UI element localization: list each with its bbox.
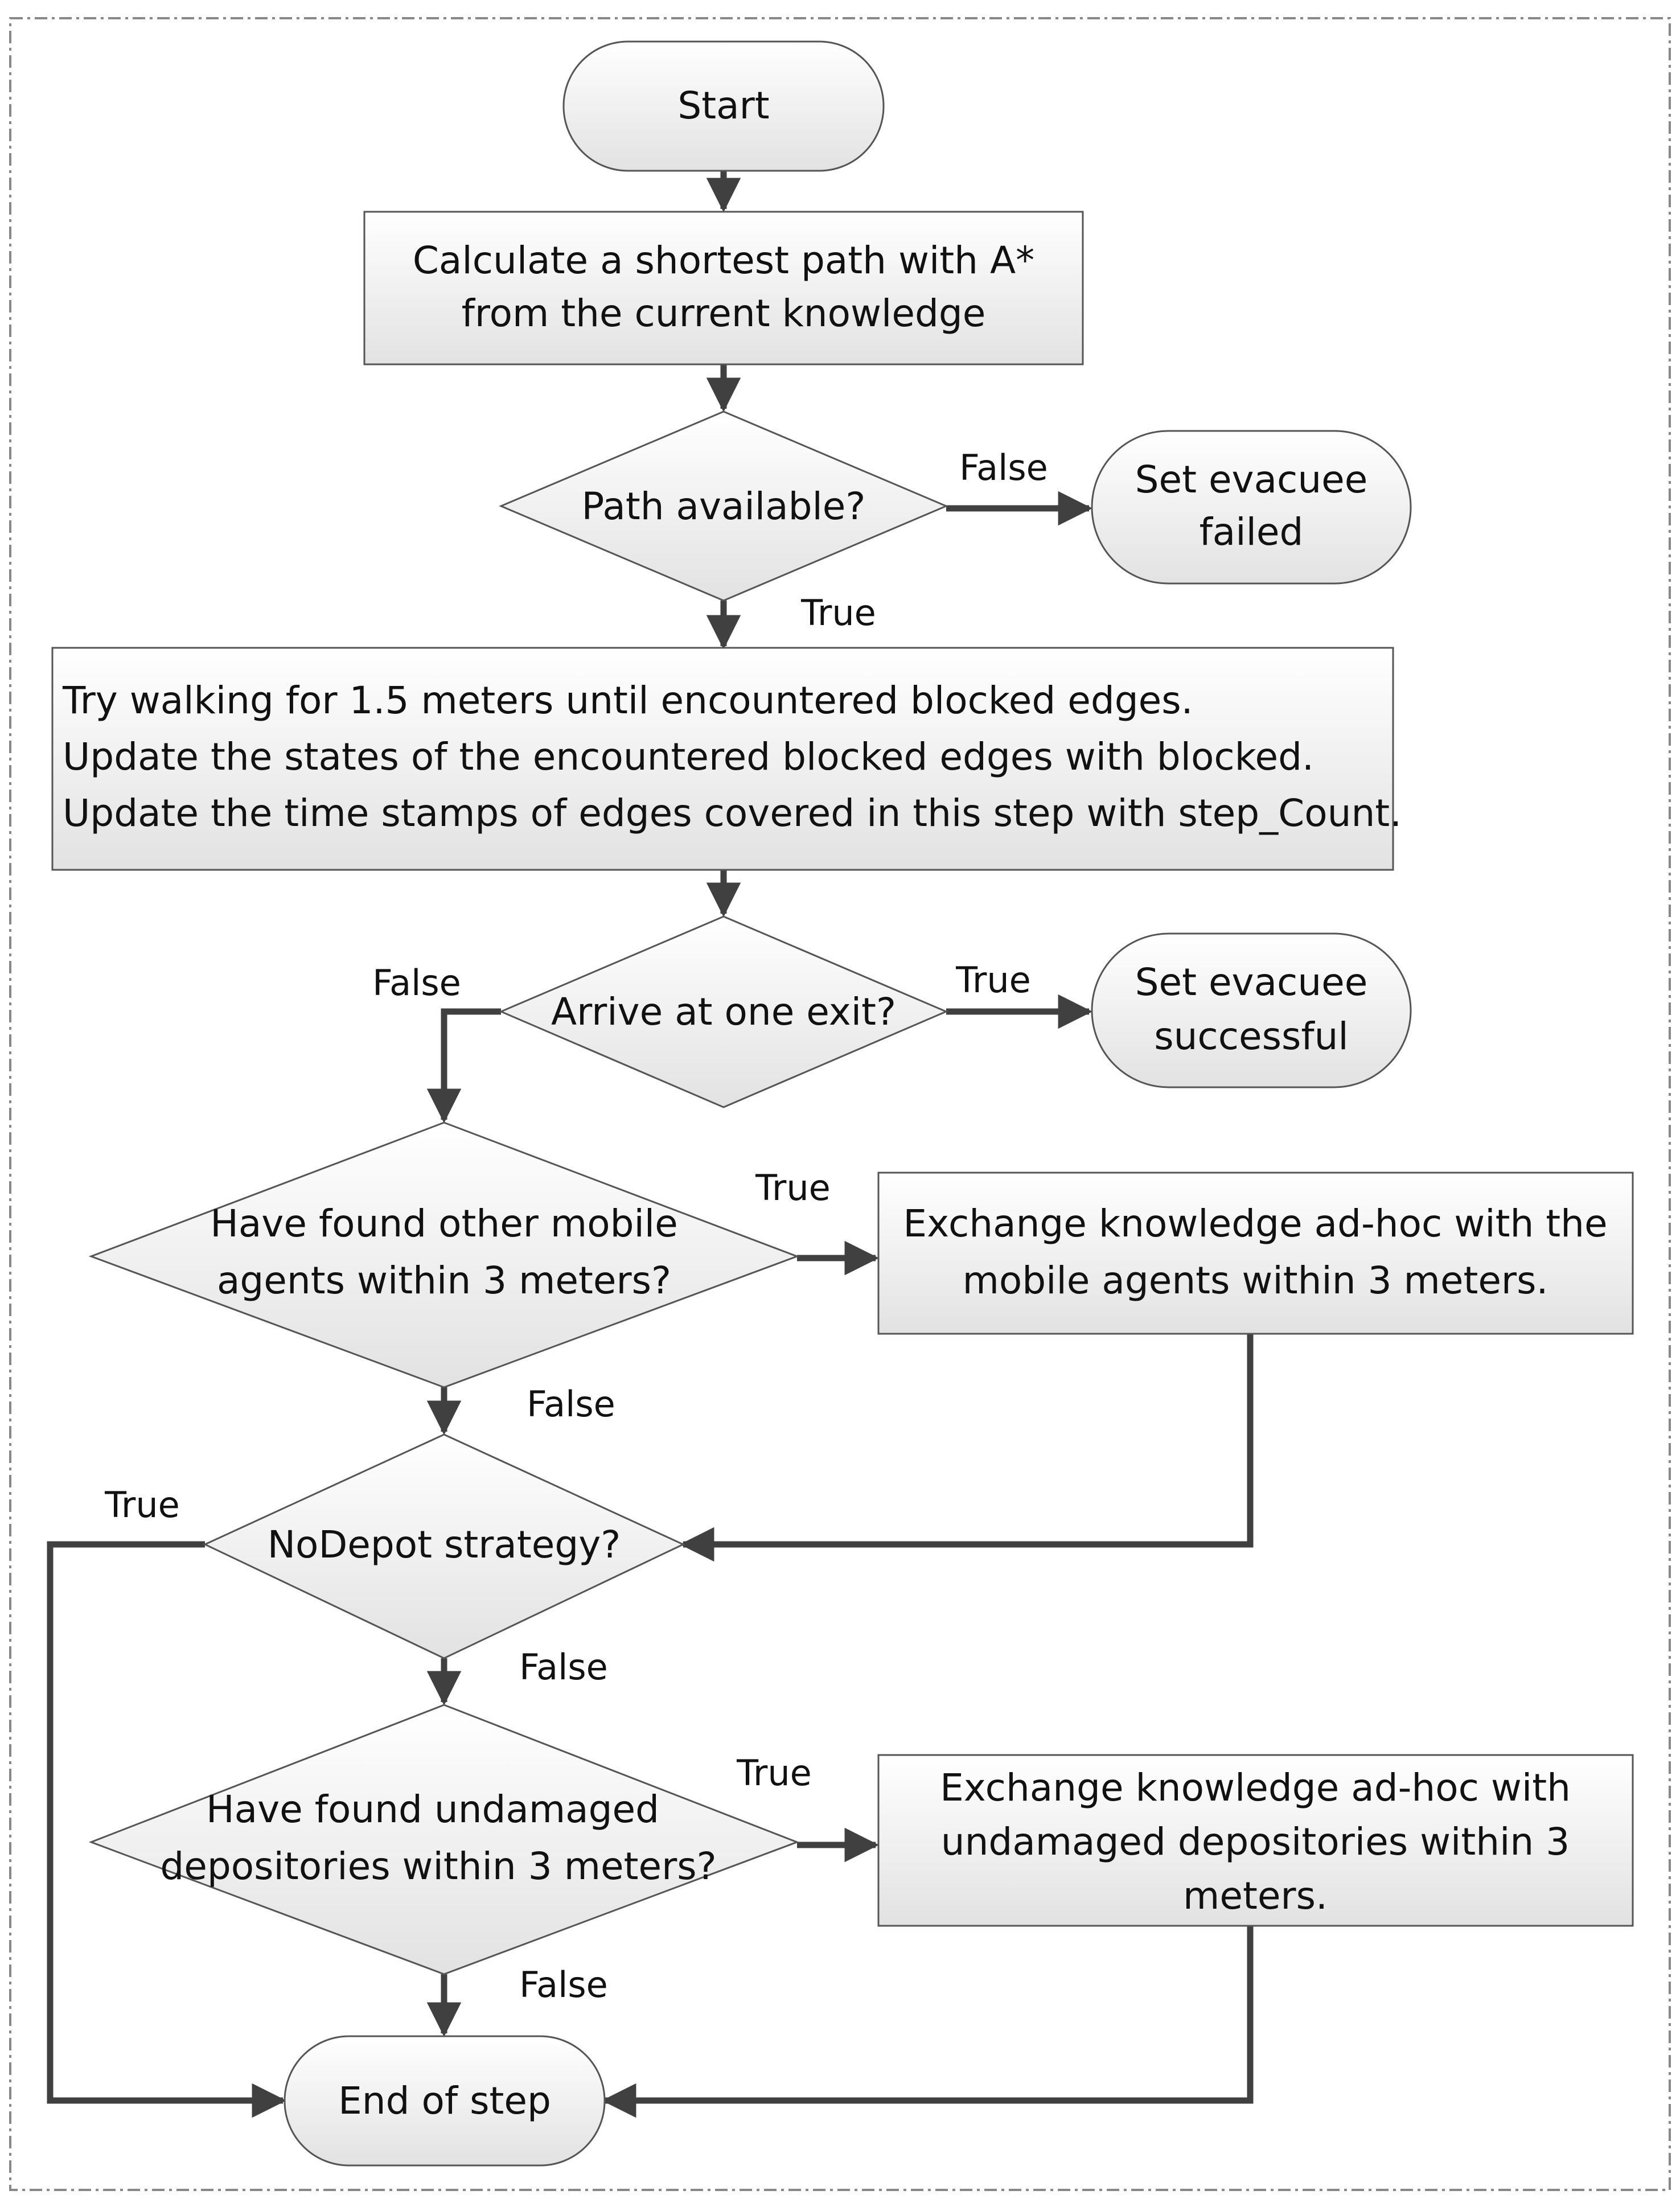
set-successful-terminator xyxy=(1091,932,1412,1088)
node-exchange-agents: Exchange knowledge ad-hoc with the mobil… xyxy=(877,1172,1634,1335)
node-walk: Try walking for 1.5 meters until encount… xyxy=(51,647,1402,871)
set-failed-line-1: Set evacuee xyxy=(1135,458,1368,502)
calculate-path-line-2: from the current knowledge xyxy=(462,291,986,335)
node-calculate-path: Calculate a shortest path with A* from t… xyxy=(363,211,1084,365)
nodepot-false-label: False xyxy=(519,1646,608,1688)
depos-false-label: False xyxy=(519,1964,608,2005)
path-available-label: Path available? xyxy=(582,484,866,528)
arrive-exit-label: Arrive at one exit? xyxy=(551,990,896,1034)
exchange-agents-line-1: Exchange knowledge ad-hoc with the xyxy=(903,1202,1607,1246)
node-found-agents: Have found other mobile agents within 3 … xyxy=(88,1121,800,1388)
node-path-available: Path available? xyxy=(499,410,948,602)
arrive-false-label: False xyxy=(372,962,461,1004)
nodepot-label: NoDepot strategy? xyxy=(268,1523,621,1567)
edge-labels: False True False True True False True Fa… xyxy=(104,447,1048,2005)
calculate-path-line-1: Calculate a shortest path with A* xyxy=(413,239,1034,282)
exchange-depos-line-1: Exchange knowledge ad-hoc with xyxy=(940,1766,1571,1810)
found-agents-line-1: Have found other mobile xyxy=(210,1202,678,1246)
end-of-step-terminator xyxy=(284,2035,606,2167)
path-true-label: True xyxy=(800,592,876,634)
exchange-agents-box xyxy=(877,1172,1634,1335)
agents-false-label: False xyxy=(527,1383,615,1425)
exchange-depos-line-3: meters. xyxy=(1183,1874,1328,1918)
start-terminator xyxy=(562,40,885,172)
set-failed-terminator xyxy=(1091,430,1412,585)
arrive-exit-diamond xyxy=(499,915,948,1108)
walk-box xyxy=(51,647,1394,871)
node-exchange-depos: Exchange knowledge ad-hoc with undamaged… xyxy=(877,1754,1634,1927)
arrive-true-label: True xyxy=(955,959,1031,1001)
walk-line-3: Update the time stamps of edges covered … xyxy=(63,791,1402,835)
found-agents-diamond xyxy=(88,1121,800,1388)
path-false-label: False xyxy=(959,447,1048,488)
found-depos-line-1: Have found undamaged xyxy=(206,1787,659,1831)
edge-exchange-agents-to-nodepot xyxy=(679,1334,1254,1562)
found-agents-line-2: agents within 3 meters? xyxy=(217,1259,671,1302)
found-depos-line-2: depositories within 3 meters? xyxy=(160,1844,716,1888)
diagram-frame xyxy=(9,17,1671,2191)
agents-true-label: True xyxy=(755,1167,831,1209)
edge-arrive-false-to-found-agents xyxy=(426,1008,501,1124)
end-of-step-label: End of step xyxy=(338,2079,551,2123)
start-label: Start xyxy=(677,84,769,128)
calculate-path-box xyxy=(363,211,1084,365)
walk-line-2: Update the states of the encountered blo… xyxy=(63,735,1314,779)
exchange-depos-line-2: undamaged depositories within 3 xyxy=(941,1820,1570,1864)
path-available-diamond xyxy=(499,410,948,602)
set-successful-line-2: successful xyxy=(1154,1014,1349,1058)
node-found-depos: Have found undamaged depositories within… xyxy=(88,1704,800,1975)
walk-line-1: Try walking for 1.5 meters until encount… xyxy=(62,679,1193,722)
node-end-of-step: End of step xyxy=(284,2035,606,2167)
nodepot-diamond xyxy=(203,1433,685,1659)
exchange-depos-box xyxy=(877,1754,1634,1927)
nodepot-true-label: True xyxy=(104,1484,180,1526)
node-start: Start xyxy=(562,40,885,172)
edge-exchange-depos-to-end xyxy=(601,1926,1254,2118)
connectors xyxy=(47,171,1254,2118)
edge-nodepot-true-to-end xyxy=(47,1541,287,2118)
node-nodepot: NoDepot strategy? xyxy=(203,1433,685,1659)
node-set-successful: Set evacuee successful xyxy=(1091,932,1412,1088)
set-successful-line-1: Set evacuee xyxy=(1135,960,1368,1004)
exchange-agents-line-2: mobile agents within 3 meters. xyxy=(963,1259,1548,1302)
node-arrive-exit: Arrive at one exit? xyxy=(499,915,948,1108)
node-set-failed: Set evacuee failed xyxy=(1091,430,1412,585)
found-depos-diamond xyxy=(88,1704,800,1975)
depos-true-label: True xyxy=(736,1752,812,1794)
set-failed-line-2: failed xyxy=(1200,510,1304,554)
